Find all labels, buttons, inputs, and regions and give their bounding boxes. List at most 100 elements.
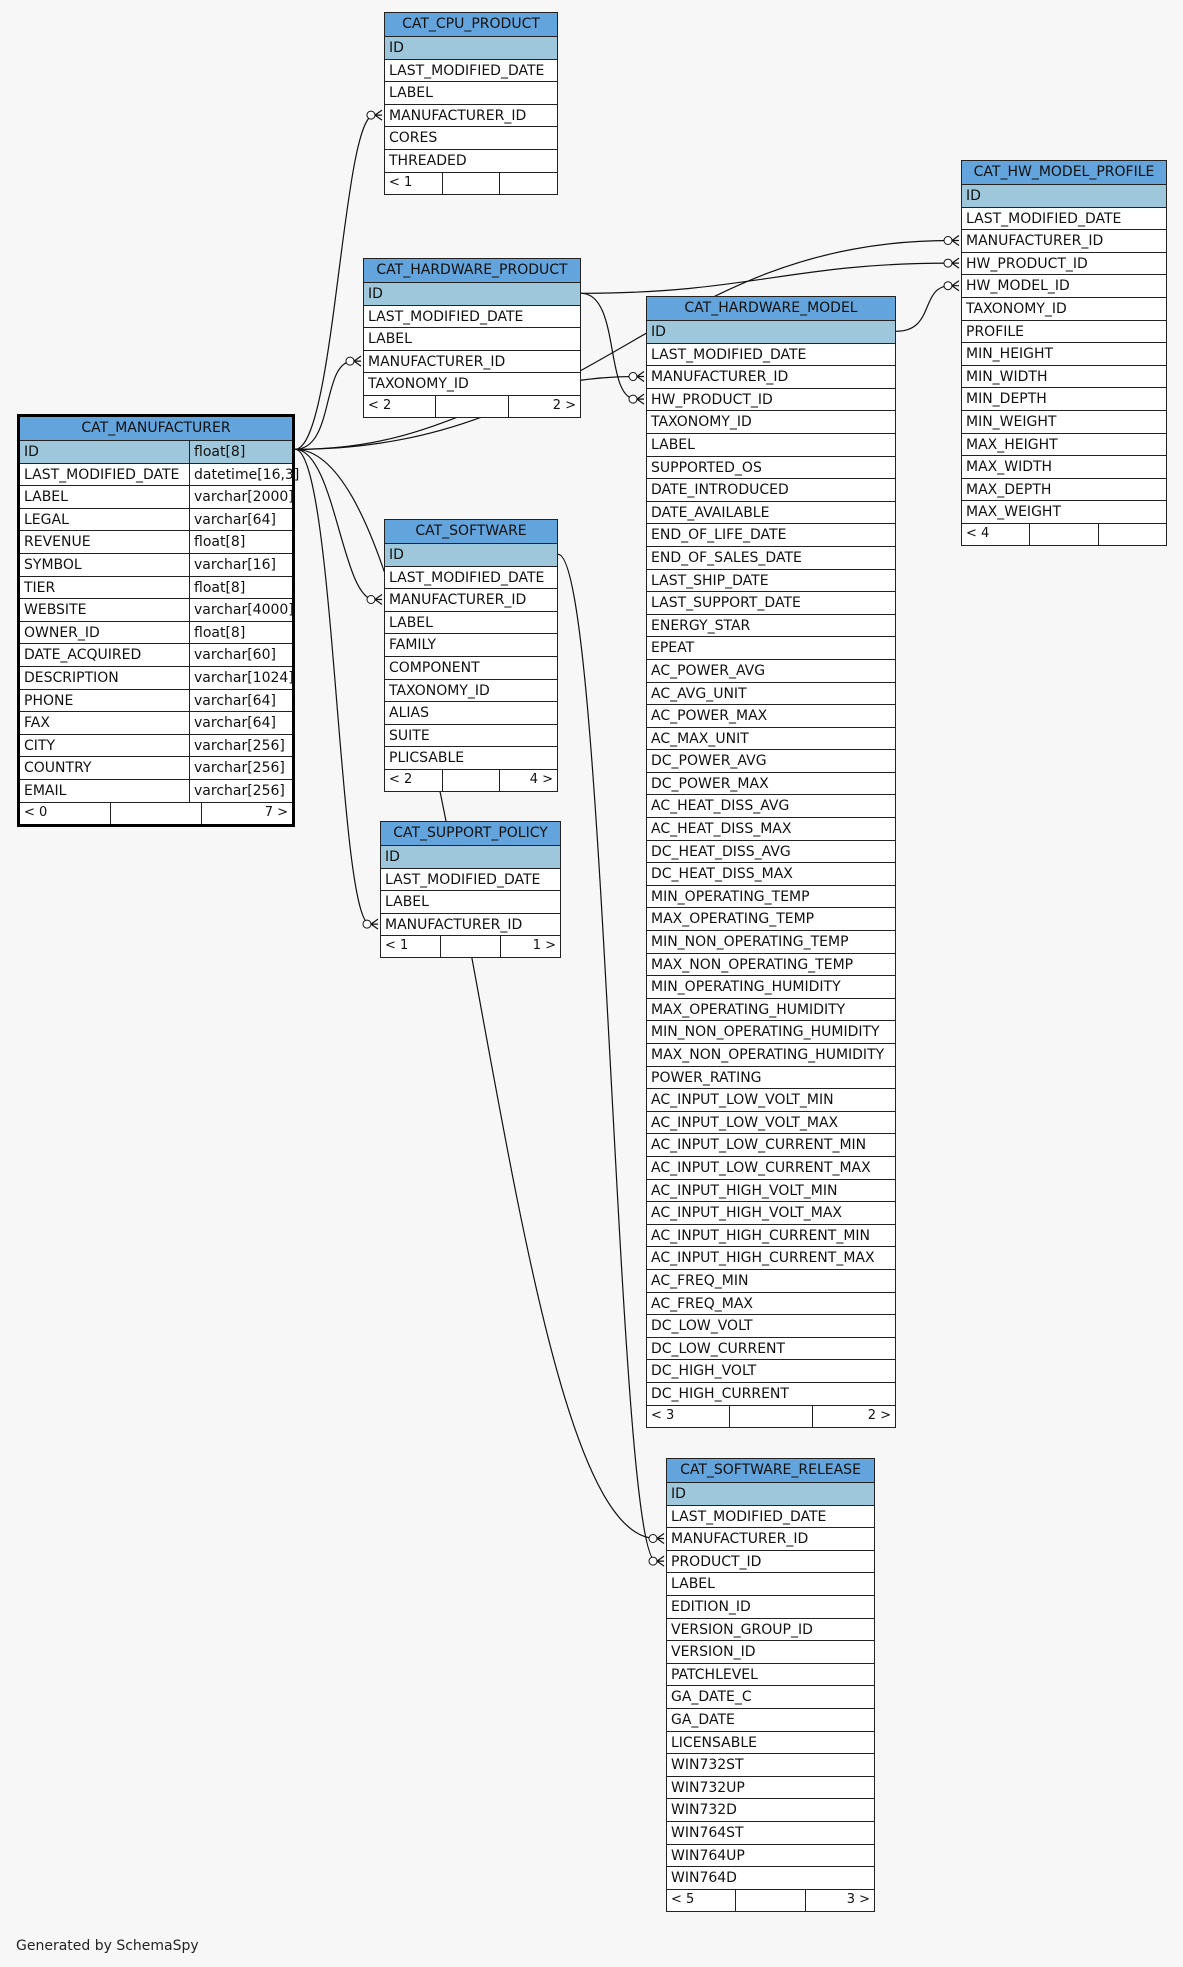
column-row[interactable]: LICENSABLE	[667, 1732, 874, 1755]
column-row[interactable]: AC_POWER_MAX	[647, 705, 895, 728]
column-row[interactable]: MANUFACTURER_ID	[962, 230, 1166, 253]
column-row[interactable]: MIN_OPERATING_HUMIDITY	[647, 976, 895, 999]
column-row[interactable]: AC_POWER_AVG	[647, 660, 895, 683]
column-row[interactable]: VERSION_ID	[667, 1641, 874, 1664]
column-row[interactable]: FAMILY	[385, 634, 557, 657]
column-row[interactable]: GA_DATE_C	[667, 1686, 874, 1709]
column-row[interactable]: EPEAT	[647, 637, 895, 660]
column-row[interactable]: WIN732UP	[667, 1777, 874, 1800]
column-row[interactable]: LAST_SHIP_DATE	[647, 570, 895, 593]
column-row[interactable]: ENERGY_STAR	[647, 615, 895, 638]
column-row[interactable]: END_OF_SALES_DATE	[647, 547, 895, 570]
column-row[interactable]: MAX_OPERATING_HUMIDITY	[647, 999, 895, 1022]
column-row[interactable]: TAXONOMY_ID	[647, 411, 895, 434]
column-row[interactable]: AC_HEAT_DISS_MAX	[647, 818, 895, 841]
column-row[interactable]: AC_FREQ_MIN	[647, 1270, 895, 1293]
column-row[interactable]: AC_INPUT_LOW_VOLT_MIN	[647, 1089, 895, 1112]
column-row[interactable]: DC_HIGH_VOLT	[647, 1360, 895, 1383]
column-row[interactable]: MAX_NON_OPERATING_HUMIDITY	[647, 1044, 895, 1067]
column-row[interactable]: GA_DATE	[667, 1709, 874, 1732]
column-row[interactable]: MANUFACTURER_ID	[385, 589, 557, 612]
column-row[interactable]: MIN_WEIGHT	[962, 411, 1166, 434]
column-row[interactable]: MAX_WIDTH	[962, 456, 1166, 479]
column-row[interactable]: WIN764UP	[667, 1845, 874, 1868]
column-row[interactable]: MANUFACTURER_ID	[364, 351, 580, 374]
column-row[interactable]: DC_LOW_VOLT	[647, 1315, 895, 1338]
column-row[interactable]: DC_HEAT_DISS_MAX	[647, 863, 895, 886]
table-title[interactable]: CAT_HW_MODEL_PROFILE	[962, 161, 1166, 185]
column-row[interactable]: POWER_RATING	[647, 1067, 895, 1090]
column-row[interactable]: DATE_AVAILABLE	[647, 502, 895, 525]
table-title[interactable]: CAT_MANUFACTURER	[20, 417, 292, 441]
column-row[interactable]: TAXONOMY_ID	[385, 680, 557, 703]
column-row[interactable]: MIN_NON_OPERATING_TEMP	[647, 931, 895, 954]
column-row[interactable]: PRODUCT_ID	[667, 1551, 874, 1574]
column-row[interactable]: MANUFACTURER_ID	[647, 366, 895, 389]
column-row[interactable]: AC_INPUT_LOW_CURRENT_MAX	[647, 1157, 895, 1180]
column-row[interactable]: AC_FREQ_MAX	[647, 1293, 895, 1316]
column-row[interactable]: AC_MAX_UNIT	[647, 728, 895, 751]
column-row[interactable]: WIN764D	[667, 1867, 874, 1890]
table-title[interactable]: CAT_HARDWARE_PRODUCT	[364, 259, 580, 283]
column-row[interactable]: DATE_INTRODUCED	[647, 479, 895, 502]
column-row[interactable]: LAST_MODIFIED_DATE	[385, 567, 557, 590]
table-title[interactable]: CAT_CPU_PRODUCT	[385, 13, 557, 37]
column-row[interactable]: SUPPORTED_OS	[647, 457, 895, 480]
column-row[interactable]: PROFILE	[962, 321, 1166, 344]
column-row[interactable]: PLICSABLE	[385, 747, 557, 770]
column-row[interactable]: AC_AVG_UNIT	[647, 683, 895, 706]
column-row[interactable]: MAX_WEIGHT	[962, 501, 1166, 524]
column-row[interactable]: END_OF_LIFE_DATE	[647, 524, 895, 547]
column-row[interactable]: EDITION_ID	[667, 1596, 874, 1619]
column-row[interactable]: WIN732ST	[667, 1754, 874, 1777]
column-row[interactable]: LAST_MODIFIED_DATE	[962, 208, 1166, 231]
column-row[interactable]: MAX_DEPTH	[962, 479, 1166, 502]
column-row[interactable]: VERSION_GROUP_ID	[667, 1619, 874, 1642]
table-title[interactable]: CAT_SOFTWARE_RELEASE	[667, 1459, 874, 1483]
column-row[interactable]: DC_HIGH_CURRENT	[647, 1383, 895, 1406]
column-row[interactable]: HW_PRODUCT_ID	[647, 389, 895, 412]
table-title[interactable]: CAT_HARDWARE_MODEL	[647, 297, 895, 321]
primary-key-row[interactable]: ID	[962, 185, 1166, 208]
column-row[interactable]: MIN_NON_OPERATING_HUMIDITY	[647, 1021, 895, 1044]
column-row[interactable]: MANUFACTURER_ID	[667, 1528, 874, 1551]
column-row[interactable]: MANUFACTURER_ID	[385, 105, 557, 128]
column-row[interactable]: WIN732D	[667, 1799, 874, 1822]
column-row[interactable]: LAST_MODIFIED_DATE	[364, 306, 580, 329]
column-row[interactable]: MIN_HEIGHT	[962, 343, 1166, 366]
column-row[interactable]: ALIAS	[385, 702, 557, 725]
column-row[interactable]: WIN764ST	[667, 1822, 874, 1845]
column-row[interactable]: MANUFACTURER_ID	[381, 914, 560, 937]
column-row[interactable]: HW_PRODUCT_ID	[962, 253, 1166, 276]
table-title[interactable]: CAT_SOFTWARE	[385, 520, 557, 544]
column-row[interactable]: AC_INPUT_LOW_CURRENT_MIN	[647, 1134, 895, 1157]
table-title[interactable]: CAT_SUPPORT_POLICY	[381, 822, 560, 846]
column-row[interactable]: LABEL	[364, 328, 580, 351]
column-row[interactable]: MAX_HEIGHT	[962, 434, 1166, 457]
column-row[interactable]: TAXONOMY_ID	[364, 373, 580, 396]
column-row[interactable]: MIN_OPERATING_TEMP	[647, 886, 895, 909]
column-row[interactable]: AC_INPUT_HIGH_VOLT_MIN	[647, 1180, 895, 1203]
column-row[interactable]: CORES	[385, 127, 557, 150]
column-row[interactable]: AC_HEAT_DISS_AVG	[647, 795, 895, 819]
column-row[interactable]: MIN_DEPTH	[962, 388, 1166, 411]
column-row[interactable]: AC_INPUT_HIGH_CURRENT_MIN	[647, 1225, 895, 1248]
column-row[interactable]: LAST_SUPPORT_DATE	[647, 592, 895, 615]
primary-key-row[interactable]: ID	[364, 283, 580, 306]
